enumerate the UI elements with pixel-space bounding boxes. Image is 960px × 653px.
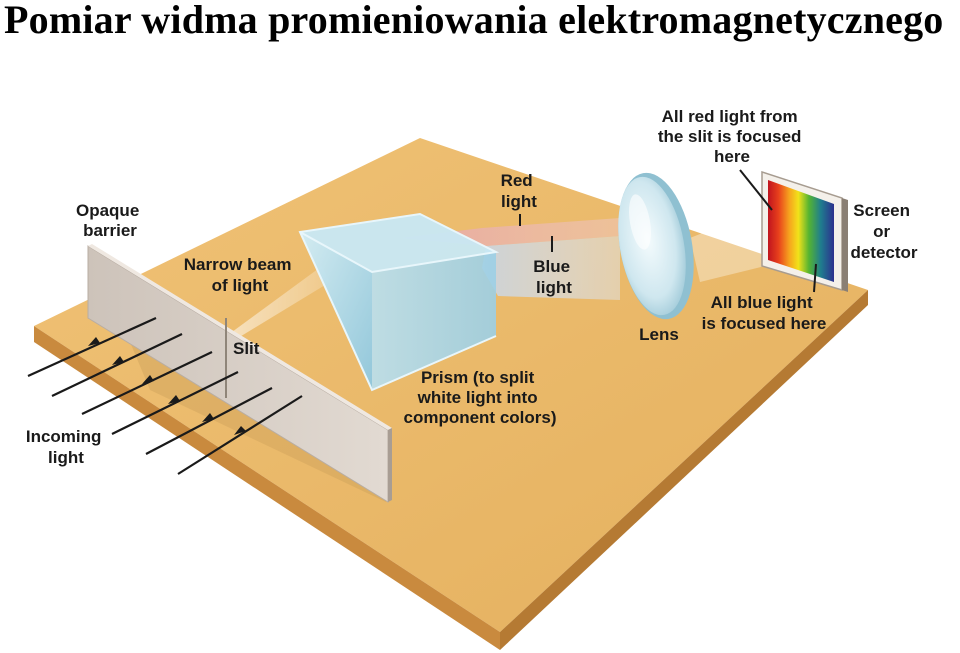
prism xyxy=(298,212,500,392)
arrowhead xyxy=(202,413,214,422)
label-prism: Prism (to split white light into compone… xyxy=(403,368,556,427)
light-ray xyxy=(111,371,239,435)
diagram-labels: Opaque barrier Narrow beam of light Slit… xyxy=(26,107,918,467)
arrowhead xyxy=(88,337,100,346)
light-ray xyxy=(51,333,183,397)
incoming-light-rays xyxy=(27,316,303,475)
label-screen-detector: Screen or detector xyxy=(850,201,917,262)
spectrum-band xyxy=(768,180,834,282)
arrowhead xyxy=(142,375,154,384)
arrowhead xyxy=(112,356,124,365)
prism-side-face xyxy=(372,252,496,390)
barrier-top-edge xyxy=(88,244,392,430)
label-slit: Slit xyxy=(233,339,260,358)
light-ray xyxy=(177,395,303,475)
label-red-focus: All red light from the slit is focused h… xyxy=(658,107,806,166)
table-side-edge xyxy=(500,290,868,650)
opaque-barrier xyxy=(87,244,392,503)
label-red-light: Red light xyxy=(501,171,538,211)
arrowhead xyxy=(168,395,180,404)
light-ray xyxy=(81,351,213,415)
ray-arrowheads xyxy=(88,337,246,435)
screen-side xyxy=(842,198,848,292)
label-opaque-barrier: Opaque barrier xyxy=(76,201,144,240)
screen-detector xyxy=(761,170,848,292)
arrowhead xyxy=(234,426,246,435)
prism-edges xyxy=(298,212,500,392)
pointer-lines xyxy=(519,169,817,293)
blue-light-beam xyxy=(482,236,620,300)
barrier-end xyxy=(388,428,392,502)
light-ray xyxy=(145,387,273,455)
blue-focus-pointer xyxy=(813,263,817,293)
label-blue-light: Blue light xyxy=(533,257,575,297)
slide-title: Pomiar widma promieniowania elektromagne… xyxy=(4,0,944,42)
label-blue-focus: All blue light is focused here xyxy=(702,293,827,333)
table-front-edge xyxy=(34,326,500,650)
label-lens: Lens xyxy=(639,325,679,344)
lens xyxy=(618,172,694,320)
red-focus-pointer xyxy=(739,169,773,211)
label-incoming-light: Incoming light xyxy=(26,427,106,467)
lens-highlight xyxy=(629,194,651,250)
label-narrow-beam: Narrow beam of light xyxy=(184,255,296,295)
light-ray xyxy=(27,316,157,378)
narrow-beam xyxy=(228,266,330,344)
